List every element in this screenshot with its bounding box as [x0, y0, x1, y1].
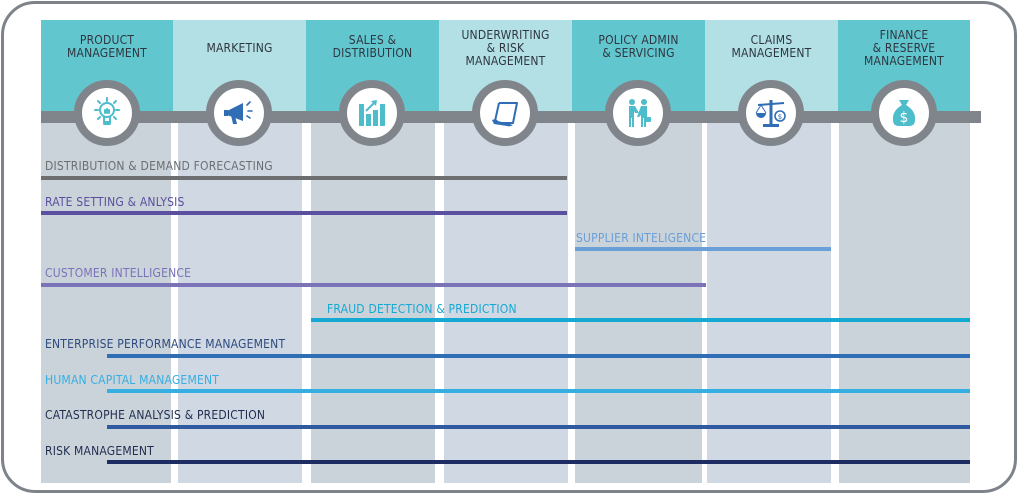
capability-bar-customer-intelligence: [41, 283, 706, 287]
stage-node-product-management: [74, 80, 140, 146]
capability-label: SUPPLIER INTELIGENCE: [576, 231, 707, 245]
stage-column-body: [575, 118, 702, 483]
capability-label: CUSTOMER INTELLIGENCE: [45, 266, 192, 280]
capability-label: HUMAN CAPITAL MANAGEMENT: [45, 373, 220, 387]
capability-label: RISK MANAGEMENT: [45, 444, 154, 458]
svg-text:$: $: [900, 110, 909, 126]
capability-bar-catastrophe-analysis: [107, 425, 970, 429]
stage-title: POLICY ADMIN & SERVICING: [598, 33, 679, 60]
money-bag-icon: $: [892, 100, 916, 126]
capability-bar-risk-management: [107, 460, 970, 464]
capability-bar-distribution-forecasting: [41, 176, 567, 180]
capability-label: DISTRIBUTION & DEMAND FORECASTING: [45, 159, 273, 173]
stage-node-claims: $: [738, 80, 804, 146]
capability-label: RATE SETTING & ANLYSIS: [45, 195, 185, 209]
stage-column-body: [839, 118, 970, 483]
capability-label: CATASTROPHE ANALYSIS & PREDICTION: [45, 408, 266, 422]
capability-label: FRAUD DETECTION & PREDICTION: [327, 302, 517, 316]
capability-bar-rate-setting: [41, 211, 567, 215]
stage-node-finance-reserve: $: [871, 80, 937, 146]
capability-bar-fraud-detection: [311, 318, 970, 322]
lightbulb-icon: [94, 97, 120, 125]
stage-header-underwriting: UNDERWRITING & RISK MANAGEMENT: [439, 20, 572, 118]
megaphone-icon: [224, 101, 253, 124]
handshake-icon: [629, 99, 651, 127]
stage-title: CLAIMS MANAGEMENT: [731, 33, 812, 60]
growth-chart-icon: [359, 100, 385, 126]
stage-node-underwriting: [472, 80, 538, 146]
stage-header-sales-distribution: SALES & DISTRIBUTION: [306, 20, 439, 118]
capability-bar-supplier-intelligence: [575, 247, 831, 251]
stage-title: SALES & DISTRIBUTION: [332, 33, 413, 60]
diagram-frame: [1, 1, 1017, 493]
stage-node-policy-admin: [605, 80, 671, 146]
capability-label: ENTERPRISE PERFORMANCE MANAGEMENT: [45, 337, 286, 351]
stage-title: MARKETING: [206, 41, 273, 55]
stage-node-sales-distribution: [339, 80, 405, 146]
document-scroll-icon: [492, 102, 518, 127]
stage-title: FINANCE & RESERVE MANAGEMENT: [864, 28, 944, 68]
stage-column-body: [707, 118, 831, 483]
scales-money-icon: $: [755, 100, 786, 127]
capability-bar-human-capital: [107, 389, 970, 393]
capability-bar-enterprise-performance: [107, 354, 970, 358]
stage-title: PRODUCT MANAGEMENT: [67, 33, 147, 60]
stage-node-marketing: [206, 80, 272, 146]
svg-text:$: $: [778, 113, 782, 121]
stage-title: UNDERWRITING & RISK MANAGEMENT: [461, 28, 550, 68]
